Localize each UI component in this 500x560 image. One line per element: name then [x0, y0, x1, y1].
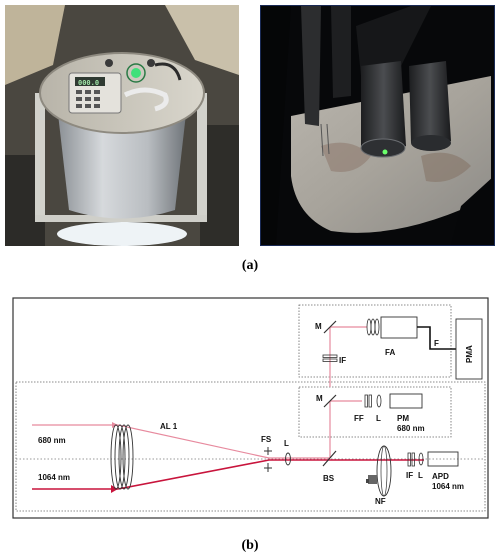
notch-filter: [366, 445, 392, 497]
optical-fiber: [417, 326, 456, 350]
diagram-frame: [12, 297, 489, 519]
label-apd: APD: [432, 472, 449, 481]
panel-a-caption: (a): [241, 258, 259, 273]
photo-instrument: 000.0: [5, 5, 239, 246]
label-apd-wavelength: 1064 nm: [432, 482, 464, 491]
pm-lens: [376, 394, 382, 408]
if-top-filter: [322, 354, 338, 362]
panel-b-caption: (b): [241, 538, 259, 553]
main-lens: [285, 452, 291, 466]
label-680nm: 680 nm: [38, 436, 66, 445]
beam-1064: [32, 459, 424, 490]
ff-filter: [364, 394, 372, 408]
label-lens-mid: L: [376, 414, 381, 423]
label-fs: FS: [261, 435, 272, 444]
field-stop: [264, 447, 272, 472]
label-if-bottom: IF: [406, 471, 413, 480]
photo-window-view: [260, 5, 495, 246]
mirror-mid: [323, 394, 337, 408]
label-mirror-mid: M: [316, 394, 323, 403]
label-if-top: IF: [339, 356, 346, 365]
label-nf: NF: [375, 497, 386, 506]
label-pma: PMA: [465, 345, 474, 363]
label-ff: FF: [354, 414, 364, 423]
label-fa: FA: [385, 348, 395, 357]
label-al1: AL 1: [160, 422, 178, 431]
label-pm: PM: [397, 414, 409, 423]
label-fiber: F: [434, 339, 439, 348]
pm-arm-box: [298, 386, 452, 438]
instrument-display-readout: 000.0: [78, 79, 99, 87]
apd-detector: [427, 451, 459, 467]
if-bottom-filter: [407, 452, 415, 467]
photo-window-view-drawing: [261, 6, 494, 245]
label-bs: BS: [323, 474, 335, 483]
al1-lens: [110, 424, 134, 490]
label-lens-bottom: L: [418, 471, 423, 480]
label-1064nm: 1064 nm: [38, 473, 70, 482]
arrow-1064: [111, 485, 118, 493]
fiber-arm-box: [298, 304, 452, 378]
label-mirror-top: M: [315, 322, 322, 331]
pm-detector: [389, 393, 423, 409]
beam-splitter: [322, 450, 337, 467]
label-lens-main: L: [284, 439, 289, 448]
fa-adapter: [380, 316, 418, 339]
beam-680: [32, 326, 367, 459]
photo-instrument-drawing: 000.0: [5, 5, 239, 246]
optical-setup-diagram: M IF FA F PMA M FF L PM 680 nm AL 1 FS L…: [12, 297, 489, 519]
apd-lens: [418, 452, 424, 466]
receiver-box: [15, 381, 486, 512]
mirror-top: [323, 320, 337, 334]
pma-box: [455, 318, 483, 380]
label-pm-wavelength: 680 nm: [397, 424, 425, 433]
fa-lens-stack: [366, 318, 380, 336]
